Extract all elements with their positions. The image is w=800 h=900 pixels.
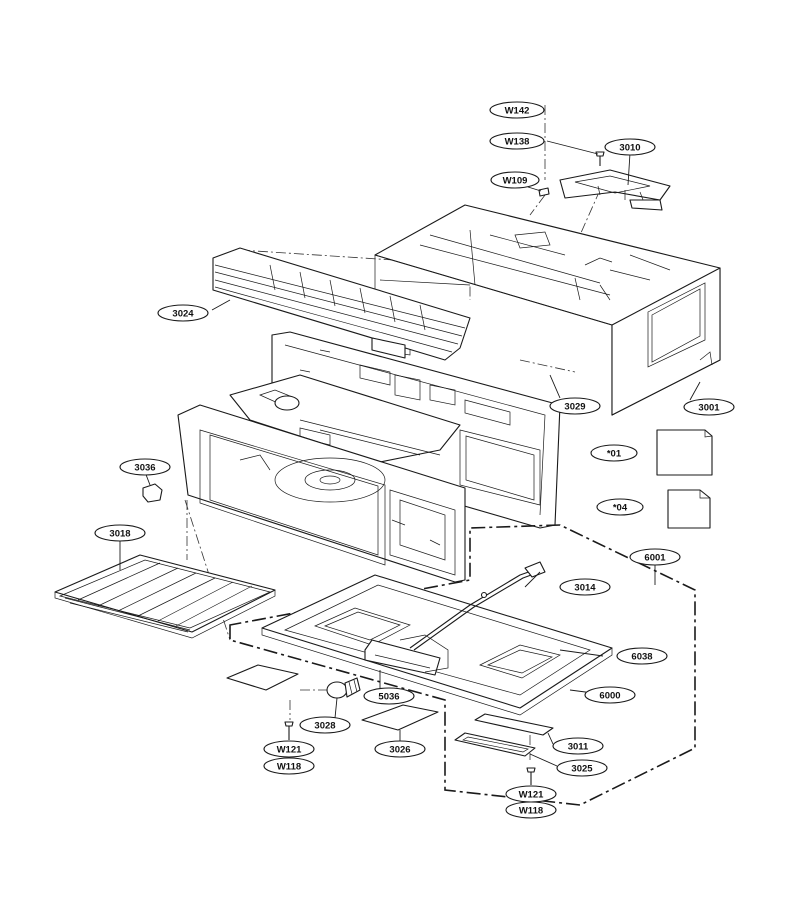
svg-text:3018: 3018: [109, 529, 130, 540]
svg-text:3010: 3010: [619, 143, 640, 154]
screw-w121-right: [526, 767, 536, 785]
callout-star-04: *04: [596, 498, 644, 516]
svg-text:3026: 3026: [389, 745, 410, 756]
part-3025-lens: [454, 732, 536, 757]
svg-text:W121: W121: [519, 790, 545, 801]
svg-text:W109: W109: [503, 176, 528, 187]
svg-text:6000: 6000: [599, 691, 620, 702]
callout-w118-right: W118: [505, 801, 557, 819]
svg-text:3014: 3014: [574, 583, 596, 594]
manual-04: [667, 489, 711, 529]
svg-text:*01: *01: [607, 449, 622, 460]
callout-3011: 3011: [552, 737, 604, 755]
manual-01: [656, 429, 713, 476]
svg-text:5036: 5036: [378, 692, 399, 703]
callout-6000: 6000: [584, 686, 636, 704]
part-3036-latch: [142, 483, 163, 503]
callout-3014: 3014: [559, 578, 611, 596]
callout-star-01: *01: [590, 444, 638, 462]
svg-text:W118: W118: [277, 762, 301, 773]
callout-6001: 6001: [629, 548, 681, 566]
part-5036-box: [364, 634, 449, 676]
part-3026-filter: [361, 704, 439, 731]
svg-text:W138: W138: [505, 137, 530, 148]
svg-text:W121: W121: [277, 745, 303, 756]
svg-text:3025: 3025: [571, 764, 593, 775]
screw-w138: [595, 151, 605, 166]
callout-3018: 3018: [94, 524, 146, 542]
callout-3025: 3025: [556, 759, 608, 777]
callout-w121-left: W121: [263, 740, 315, 758]
svg-text:3036: 3036: [134, 463, 155, 474]
callout-w118-left: W118: [263, 757, 315, 775]
callout-w138: W138: [489, 132, 545, 150]
callout-w142: W142: [489, 101, 545, 119]
svg-text:3024: 3024: [172, 309, 194, 320]
outline-6001: [229, 524, 696, 806]
svg-text:W118: W118: [519, 806, 543, 817]
callout-5036: 5036: [363, 687, 415, 705]
part-6000-base: [261, 574, 613, 716]
part-3014-harness: [409, 561, 546, 651]
callout-3036: 3036: [119, 458, 171, 476]
callout-3024: 3024: [157, 304, 209, 322]
callout-6038: 6038: [616, 647, 668, 665]
callout-3010: 3010: [604, 138, 656, 156]
part-3024-grille: [212, 247, 471, 361]
part-3018-rack: [54, 554, 276, 639]
svg-text:3011: 3011: [568, 742, 589, 753]
callout-3001: 3001: [683, 398, 735, 416]
part-3011-panel: [474, 713, 554, 736]
part-filter-left: [226, 664, 299, 691]
callout-w109: W109: [490, 171, 540, 189]
part-3001-cabinet: [374, 204, 721, 416]
svg-text:6038: 6038: [631, 652, 652, 663]
callout-3028: 3028: [299, 716, 351, 734]
callout-3029: 3029: [549, 397, 601, 415]
svg-text:6001: 6001: [644, 553, 666, 564]
callout-3026: 3026: [374, 740, 426, 758]
part-3028-bulb: [326, 677, 361, 699]
svg-text:3001: 3001: [698, 403, 720, 414]
screw-w121-left: [284, 721, 294, 740]
svg-text:3028: 3028: [314, 721, 335, 732]
screw-w109: [538, 187, 550, 197]
leader-lines: [119, 140, 701, 767]
part-3010-bracket: [559, 169, 671, 211]
callout-w121-right: W121: [505, 785, 557, 803]
svg-text:3029: 3029: [564, 402, 585, 413]
part-cavity-assembly: [177, 331, 561, 583]
svg-text:*04: *04: [613, 503, 628, 514]
svg-text:W142: W142: [505, 106, 530, 117]
